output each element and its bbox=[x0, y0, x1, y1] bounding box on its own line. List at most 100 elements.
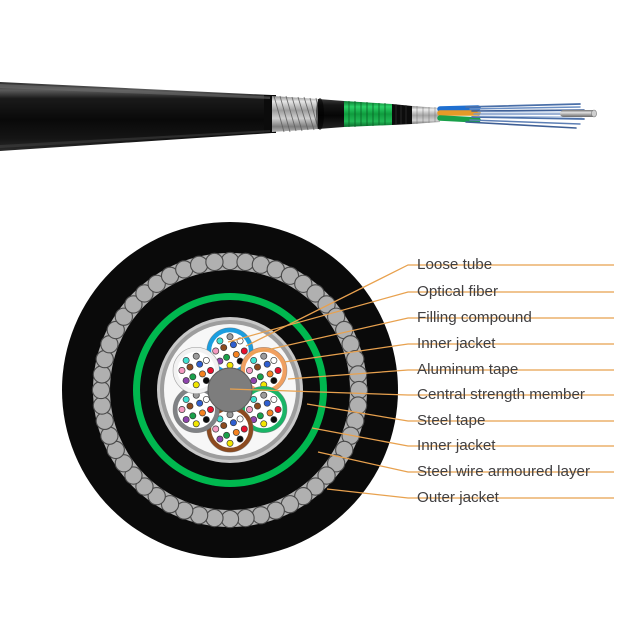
optical-fiber bbox=[182, 356, 190, 364]
photo-steel-tape-green bbox=[344, 101, 392, 127]
leader-line bbox=[245, 264, 614, 347]
optical-fiber bbox=[223, 431, 231, 439]
optical-fiber bbox=[256, 412, 264, 420]
optical-fiber bbox=[226, 439, 234, 447]
steel-wire bbox=[92, 396, 112, 415]
optical-fiber bbox=[263, 360, 271, 368]
photo-loose-tubes bbox=[437, 105, 481, 123]
optical-fiber bbox=[260, 391, 268, 399]
optical-fiber bbox=[270, 377, 278, 385]
photo-steel-wire-armour bbox=[272, 95, 323, 133]
optical-fiber bbox=[186, 402, 194, 410]
steel-wire bbox=[294, 274, 313, 293]
optical-fiber bbox=[270, 356, 278, 364]
optical-fiber bbox=[202, 356, 210, 364]
optical-fiber bbox=[246, 367, 253, 374]
optical-fiber bbox=[182, 395, 190, 403]
optical-fiber bbox=[270, 395, 278, 403]
steel-wire bbox=[220, 509, 240, 529]
steel-wire bbox=[124, 466, 143, 485]
optical-fiber bbox=[250, 395, 258, 403]
optical-fiber bbox=[220, 422, 228, 430]
steel-wire bbox=[335, 440, 354, 460]
optical-fiber bbox=[226, 333, 234, 341]
cable-photo-svg bbox=[0, 0, 640, 200]
steel-wire bbox=[280, 266, 300, 285]
steel-wire bbox=[205, 508, 224, 528]
optical-fiber bbox=[182, 416, 190, 424]
photo-inner-jacket bbox=[316, 98, 344, 130]
optical-fiber bbox=[202, 416, 210, 424]
optical-fiber bbox=[246, 406, 253, 413]
steel-wire bbox=[135, 477, 154, 496]
photo-inner-jacket-2 bbox=[392, 104, 412, 125]
steel-wire bbox=[236, 252, 255, 272]
optical-fiber bbox=[232, 350, 240, 358]
optical-fiber bbox=[178, 367, 186, 374]
leader-line bbox=[311, 427, 614, 447]
loose-tube bbox=[240, 385, 288, 434]
optical-fiber bbox=[186, 363, 194, 371]
optical-fiber bbox=[223, 353, 231, 361]
leader-line bbox=[326, 488, 614, 499]
callout-label: Loose tube bbox=[417, 256, 492, 273]
callout-label: Inner jacket bbox=[417, 335, 496, 352]
optical-fiber bbox=[256, 373, 264, 381]
loose-tube bbox=[172, 385, 220, 434]
optical-fiber bbox=[212, 425, 220, 433]
steel-wire bbox=[317, 466, 336, 485]
steel-wire bbox=[294, 487, 313, 506]
steel-wire bbox=[349, 380, 369, 400]
optical-fiber bbox=[229, 341, 237, 349]
steel-wire bbox=[251, 506, 271, 525]
optical-fiber bbox=[226, 361, 234, 369]
optical-fiber bbox=[274, 406, 282, 413]
steel-wire bbox=[147, 274, 166, 293]
optical-fiber bbox=[192, 381, 200, 389]
steel-wire bbox=[147, 487, 166, 506]
cable-photo-panel bbox=[0, 0, 640, 200]
optical-fiber bbox=[220, 344, 228, 352]
optical-fiber bbox=[202, 395, 210, 403]
optical-fiber bbox=[212, 347, 220, 355]
optical-fiber bbox=[236, 415, 244, 423]
callout-label: Aluminum tape bbox=[417, 361, 518, 378]
steel-wire bbox=[317, 295, 336, 314]
leader-line bbox=[287, 369, 614, 380]
callout-label: Central strength member bbox=[417, 386, 585, 403]
steel-wire bbox=[205, 252, 224, 272]
leader-line bbox=[227, 291, 614, 343]
callout-label: Filling compound bbox=[417, 309, 532, 326]
leader-line bbox=[248, 317, 614, 355]
optical-fiber bbox=[207, 367, 214, 374]
optical-fiber bbox=[196, 399, 204, 407]
steel-wire bbox=[220, 251, 240, 271]
steel-wire bbox=[306, 284, 325, 303]
steel-wire bbox=[114, 307, 133, 326]
loose-tube bbox=[206, 405, 254, 453]
optical-fiber bbox=[250, 377, 258, 385]
leader-line bbox=[306, 403, 614, 422]
optical-fiber bbox=[266, 370, 274, 378]
optical-fiber bbox=[192, 420, 200, 428]
photo-central-strength-member bbox=[560, 109, 597, 118]
optical-fiber bbox=[240, 347, 248, 355]
optical-fiber bbox=[207, 406, 214, 413]
optical-fiber bbox=[254, 402, 261, 410]
optical-fiber bbox=[189, 412, 197, 420]
steel-wire bbox=[95, 411, 114, 431]
steel-wire bbox=[327, 307, 346, 326]
optical-fiber bbox=[229, 419, 237, 427]
callout-leader-lines bbox=[227, 264, 614, 499]
optical-fiber bbox=[202, 377, 210, 385]
photo-aluminum-tape bbox=[412, 106, 440, 124]
optical-fiber bbox=[274, 367, 282, 374]
steel-wire bbox=[92, 365, 112, 384]
optical-fiber bbox=[260, 352, 268, 360]
optical-fiber bbox=[178, 406, 186, 413]
steel-wire bbox=[306, 477, 325, 496]
callout-label: Outer jacket bbox=[417, 489, 500, 506]
